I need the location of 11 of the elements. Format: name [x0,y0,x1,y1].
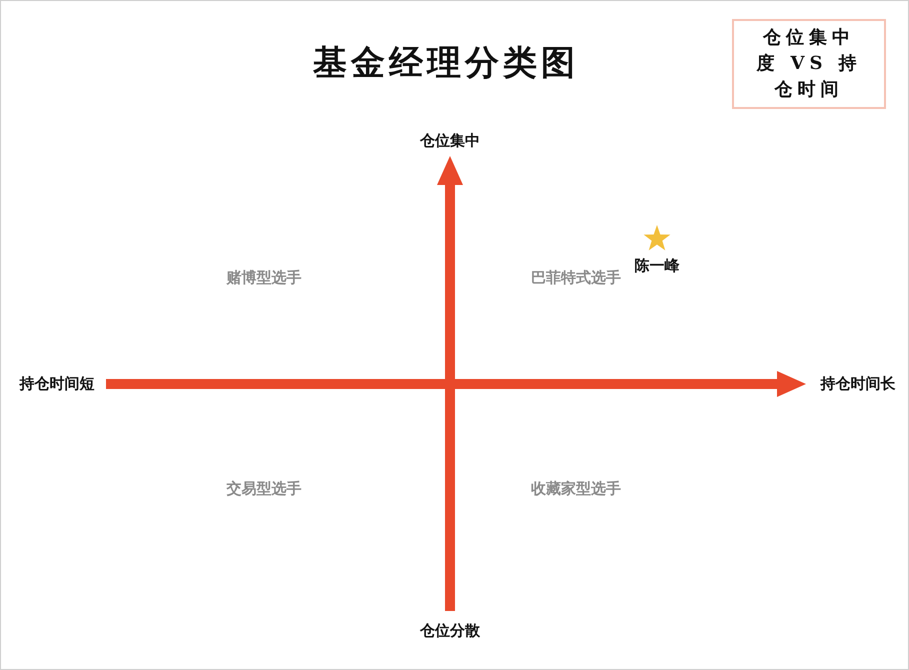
name-label: 陈一峰 [634,256,680,276]
legend-box: 仓位集中度 VS 持仓时间 [732,19,886,109]
quadrant-label: 赌博型选手 [226,268,302,288]
quadrant-label: 收藏家型选手 [531,480,621,498]
axis-label: 仓位分散 [420,622,480,640]
diagram-title: 基金经理分类图 [313,42,579,85]
quadrant-label: 交易型选手 [226,480,302,498]
axis-label: 持仓时间短 [20,374,94,394]
quadrant-label: 巴菲特式选手 [531,268,621,288]
axis-label: 持仓时间长 [820,374,896,394]
axis-label: 仓位集中 [420,132,480,150]
